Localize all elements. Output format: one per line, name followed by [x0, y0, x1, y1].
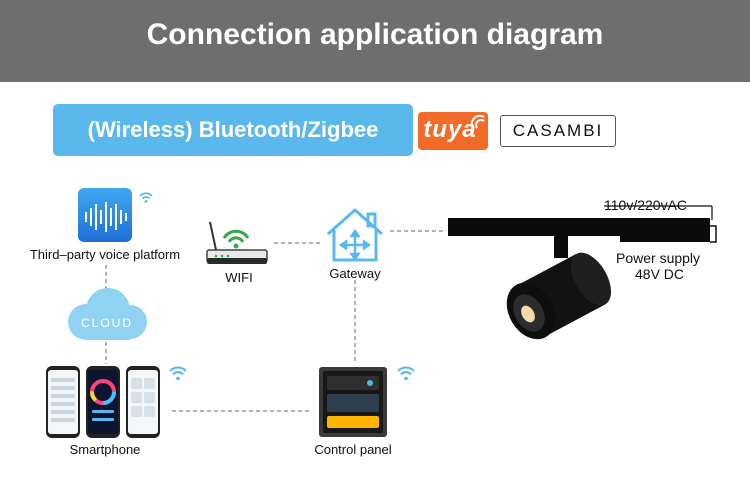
power-supply-box [620, 236, 710, 242]
gateway-label: Gateway [329, 266, 381, 281]
header-bar [0, 0, 750, 82]
cloud-label: CLOUD [80, 316, 133, 330]
power-input-label: 110v/220vAC [604, 197, 688, 213]
smartphone-label: Smartphone [69, 442, 141, 457]
gateway-icon [327, 208, 383, 262]
voice-platform-icon [78, 188, 132, 242]
router-icon [206, 221, 268, 264]
tuya-logo [418, 112, 488, 150]
casambi-logo [500, 115, 616, 147]
track-rail [448, 218, 710, 236]
tuya-logo-text: tuya [423, 116, 477, 143]
phone-middle [86, 366, 120, 438]
protocol-banner [53, 104, 413, 156]
smartphones-illustration [46, 366, 160, 438]
cloud-icon [68, 288, 147, 340]
power-wire [710, 225, 717, 243]
casambi-logo-text: CASAMBI [512, 121, 604, 140]
voice-platform-label: Third–party voice platform [29, 247, 181, 262]
phone-left [46, 366, 80, 438]
track-light-illustration [448, 205, 717, 340]
smartphone-wifi-icon [169, 366, 187, 381]
protocol-banner-text: (Wireless) Bluetooth/Zigbee [87, 117, 379, 142]
spotlight-stem [554, 236, 568, 258]
phone-right [126, 366, 160, 438]
power-supply-value: 48V DC [635, 266, 685, 282]
tuya-signal-icon [470, 114, 485, 129]
voice-wifi-icon [139, 192, 153, 203]
control-panel-wifi-icon [397, 366, 415, 381]
spotlight-head [506, 252, 612, 340]
control-panel-label: Control panel [314, 442, 392, 457]
page-title: Connection application diagram [146, 18, 604, 51]
wifi-label: WIFI [225, 270, 253, 285]
power-supply-label: Power supply [616, 250, 701, 266]
control-panel-icon [319, 367, 387, 437]
